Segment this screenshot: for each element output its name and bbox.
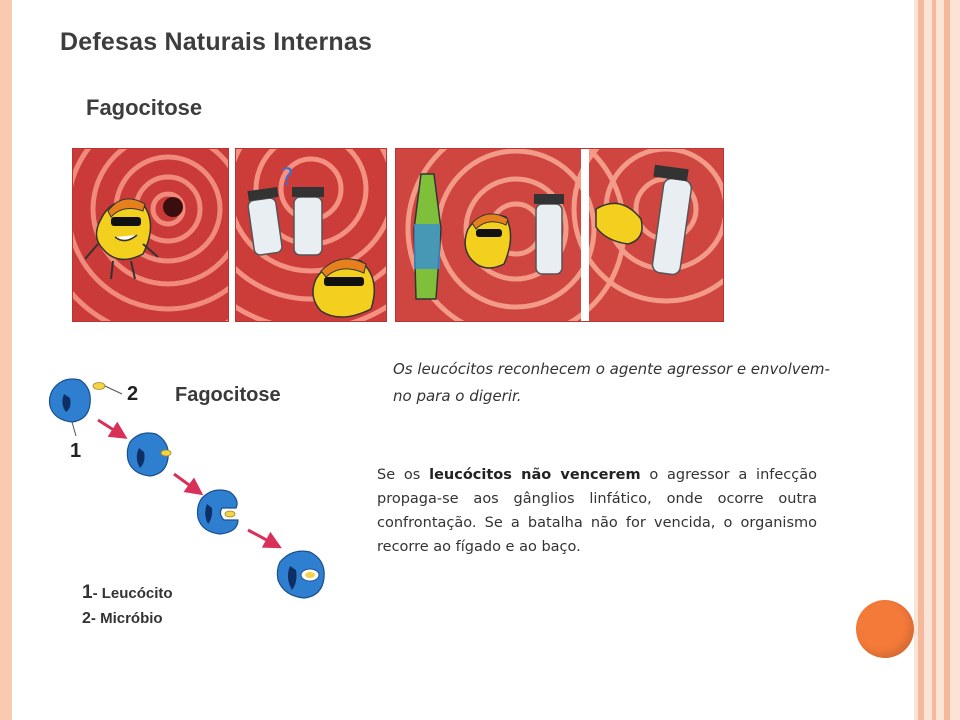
decorative-orange-circle (856, 600, 914, 658)
phagocytosis-diagram (48, 378, 325, 599)
legend-2-number: 2 (82, 610, 91, 627)
body-paragraph: Se os leucócitos não vencerem o agressor… (377, 463, 817, 559)
legend-1-text: - Leucócito (92, 585, 173, 602)
comic-panel-1 (72, 148, 229, 322)
diagram-label-2: 2 (127, 383, 139, 405)
legend-microbe: 2- Micróbio (82, 610, 163, 628)
slide-subtitle: Fagocitose (86, 95, 203, 120)
leukocyte-stage-4 (276, 550, 325, 599)
slide-frame-right (914, 0, 960, 720)
comic-panel-3 (395, 148, 724, 322)
leukocyte-stage-3 (196, 489, 239, 535)
slide-title: Defesas Naturais Internas (60, 28, 373, 56)
leukocyte-stage-2 (126, 432, 172, 477)
diagram-label-1: 1 (70, 440, 82, 462)
slide-frame-left (0, 0, 12, 720)
legend-1-number: 1 (82, 582, 93, 603)
body-bold: leucócitos não vencerem (429, 467, 641, 483)
phagocytosis-description: Os leucócitos reconhecem o agente agress… (393, 360, 830, 405)
leukocyte-stage-1 (48, 378, 106, 423)
body-part-2: o agressor a infecção propaga-se aos gân… (377, 467, 817, 555)
legend-leukocyte: 1- Leucócito (82, 582, 173, 604)
svg-text:?: ? (281, 163, 294, 191)
body-part-1: Se os (377, 467, 430, 483)
legend-2-text: - Micróbio (90, 610, 163, 627)
comic-panel-2: ? (235, 148, 387, 322)
comic-strip-illustration: ? (72, 148, 724, 322)
diagram-title: Fagocitose (175, 384, 281, 406)
